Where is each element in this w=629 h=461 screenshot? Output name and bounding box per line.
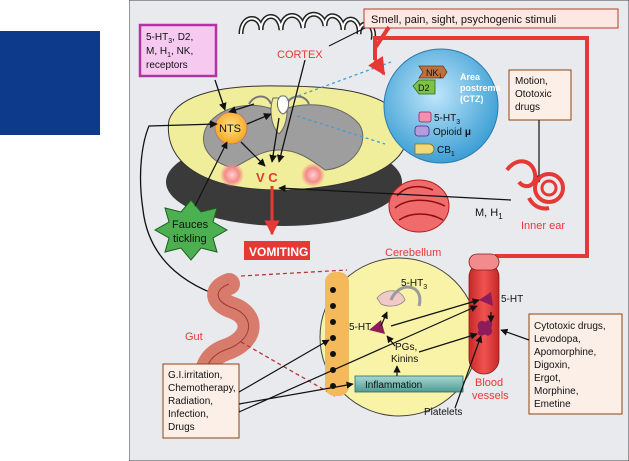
cytotoxic-line-7: Emetine: [534, 399, 571, 410]
gi-line-1: G.I.irritation,: [168, 370, 222, 381]
cerebellum-icon: [388, 179, 450, 233]
inflammation-label: Inflammation: [365, 380, 422, 391]
receptors-line-1: 5-HT3, D2,: [146, 32, 193, 45]
nk1-receptor-icon: [418, 65, 448, 79]
vomiting-label: VOMITING: [249, 245, 308, 259]
vessel-to-ctz-path: [373, 36, 589, 258]
pgs-label-1: PGs,: [395, 342, 417, 353]
area-postrema-label-2: postrema: [460, 83, 502, 93]
area-postrema-label-3: (CTZ): [460, 94, 484, 104]
cytotoxic-line-5: Ergot,: [534, 373, 561, 384]
platelet-icon: [477, 320, 493, 336]
svg-text:NK1: NK1: [426, 68, 443, 80]
gi-box: [162, 363, 240, 439]
receptors-line-2: M, H1, NK,: [146, 46, 193, 59]
gut-5ht-label: 5-HT: [349, 322, 371, 333]
cytotoxic-box: [528, 313, 623, 415]
nts-label: NTS: [219, 123, 241, 135]
fauces-star: [153, 199, 229, 261]
cytotoxic-line-4: Digoxin,: [534, 360, 570, 371]
glow-left: [220, 163, 244, 187]
cerebellum-label: Cerebellum: [385, 247, 441, 259]
opioid-receptor-icon: [414, 125, 430, 137]
gut-5ht-icon: [369, 320, 385, 334]
motion-line-3: drugs: [515, 102, 540, 113]
cb1-receptor-icon: [414, 143, 435, 155]
inflammation-bar: [354, 375, 464, 393]
pgs-label-2: Kinins: [391, 354, 418, 365]
glow-right: [301, 163, 325, 187]
blood-vessels-label-2: vessels: [472, 390, 509, 402]
gut-to-nts-loop: [139, 120, 242, 303]
fauces-label-2: tickling: [173, 233, 207, 245]
vessel-5ht-label: 5-HT: [501, 294, 523, 305]
cortex-label: CORTEX: [277, 49, 323, 61]
cytotoxic-line-6: Morphine,: [534, 386, 578, 397]
gi-line-5: Drugs: [168, 422, 195, 433]
fauces-label-1: Fauces: [172, 219, 209, 231]
ctz-circle: [383, 48, 499, 164]
emesis-pathway-diagram: CORTEX Smell, pain, sight, psychogenic s…: [129, 0, 629, 461]
stimuli-text: Smell, pain, sight, psychogenic stimuli: [371, 14, 556, 26]
receptors-line-3: receptors: [146, 60, 188, 71]
inner-ear-label: Inner ear: [521, 220, 565, 232]
area-postrema-label-1: Area: [460, 72, 481, 82]
vomiting-box: [244, 241, 310, 260]
gut-label: Gut: [185, 331, 203, 343]
5ht3-receptor-icon: [418, 111, 432, 123]
svg-text:D2: D2: [418, 83, 430, 93]
cytotoxic-line-1: Cytotoxic drugs,: [534, 321, 606, 332]
cytotoxic-line-3: Apomorphine,: [534, 347, 596, 358]
gi-line-3: Radiation,: [168, 396, 213, 407]
gut-5ht3-label: 5-HT3: [401, 278, 427, 291]
vc-label: V C: [256, 170, 278, 185]
inner-ear-icon: [505, 159, 565, 211]
vessel-5ht-icon: [479, 292, 493, 306]
mh1-label: M, H1: [475, 207, 503, 221]
platelets-label: Platelets: [424, 407, 462, 418]
enterochromaffin-cells: [325, 272, 349, 396]
receptors-box: [138, 23, 218, 78]
motion-line-1: Motion,: [515, 76, 548, 87]
svg-text:CB1: CB1: [437, 145, 455, 158]
motion-box: [508, 69, 572, 121]
blood-vessels-label-1: Blood: [475, 377, 503, 389]
cytotoxic-line-2: Levodopa,: [534, 334, 581, 345]
stimuli-box: [363, 8, 619, 29]
d2-receptor-icon: [412, 79, 436, 95]
motion-line-2: Ototoxic: [515, 89, 552, 100]
svg-text:5-HT3: 5-HT3: [434, 113, 460, 126]
gi-line-4: Infection,: [168, 409, 209, 420]
gi-line-2: Chemotherapy,: [168, 383, 236, 394]
blue-decorative-square: [0, 31, 100, 135]
